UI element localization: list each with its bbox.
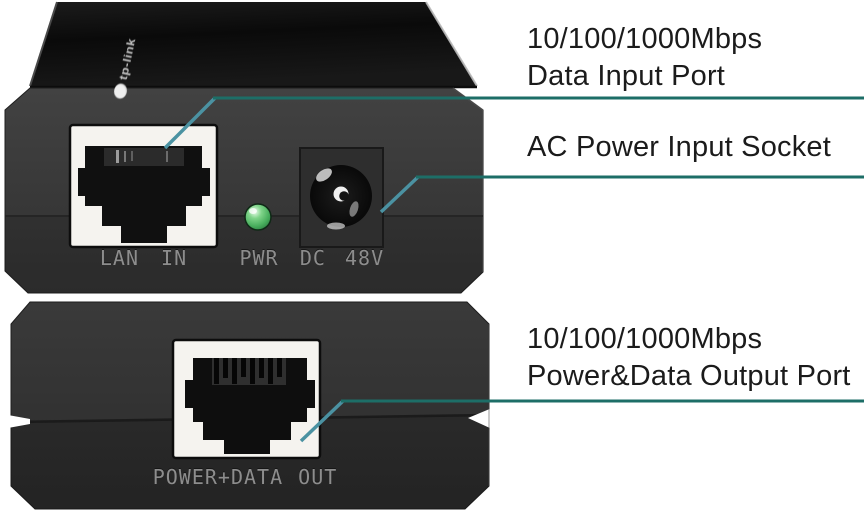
callout-line-power-data-output [299, 399, 864, 443]
brand-logo-text: tp-link [116, 36, 138, 82]
annotation-power-data-output-line2: Power&Data Output Port [527, 360, 851, 392]
annotation-ac-power: AC Power Input Socket [527, 129, 831, 166]
lan-in-port [68, 123, 219, 249]
dc-48v-label: DC 48V [299, 246, 385, 270]
callout-lines [163, 96, 864, 443]
injector-top-face [29, 1, 478, 89]
power-data-out-label: POWER+DATA OUT [152, 465, 338, 489]
callout-line-data-input [163, 96, 864, 150]
pwr-label: PWR [239, 246, 279, 270]
callout-line-ac-power [379, 175, 864, 214]
annotation-data-input-line1: 10/100/1000Mbps [527, 23, 763, 55]
lan-in-label: LAN IN [99, 246, 188, 270]
annotation-data-input-line2: Data Input Port [527, 60, 726, 92]
annotation-ac-power-line1: AC Power Input Socket [527, 131, 832, 163]
annotation-data-input: 10/100/1000Mbps Data Input Port [527, 21, 762, 95]
tp-link-logo-icon [112, 82, 128, 100]
annotation-power-data-output: 10/100/1000Mbps Power&Data Output Port [527, 321, 851, 395]
dc-socket [299, 147, 384, 248]
annotation-power-data-output-line1: 10/100/1000Mbps [527, 323, 763, 355]
power-data-out-port [171, 338, 322, 460]
pwr-led [244, 203, 272, 231]
